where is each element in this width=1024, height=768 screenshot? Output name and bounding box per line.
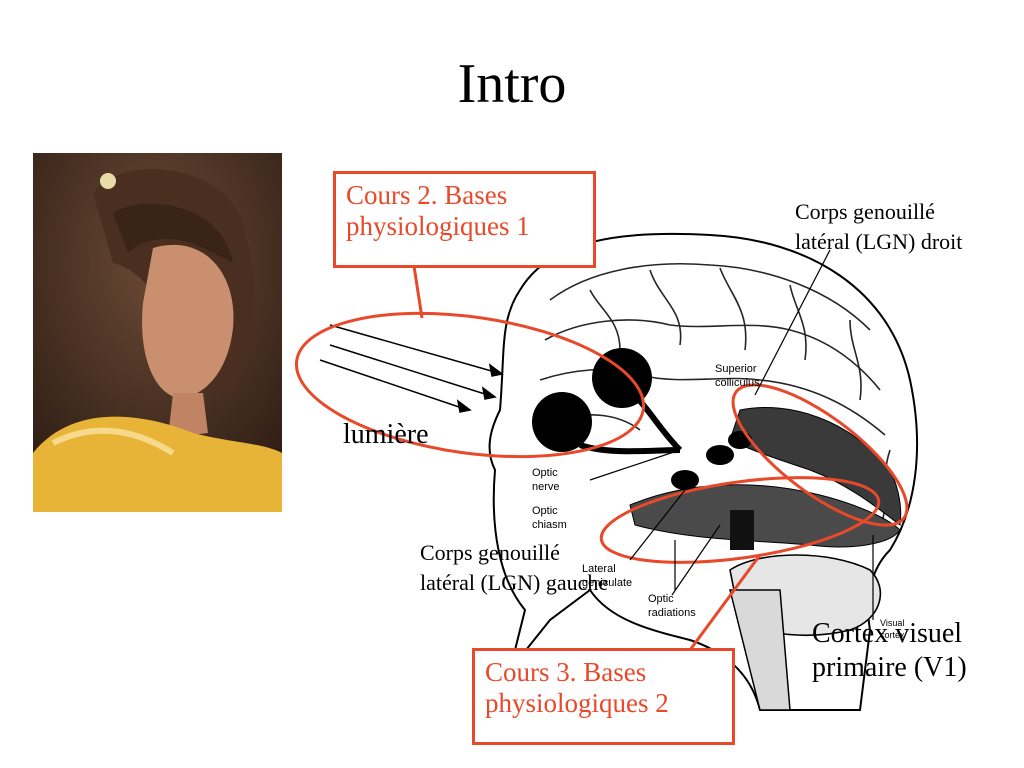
label-optic-chiasm-2: chiasm	[532, 519, 567, 531]
slide-title: Intro	[457, 53, 567, 115]
label-optic-nerve-2: nerve	[532, 481, 560, 493]
v1-line2: primaire (V1)	[812, 652, 967, 683]
lgn-right-line1: Corps genouillé	[795, 199, 935, 224]
label-optic-radiations-1: Optic	[648, 593, 674, 605]
label-lateral-geniculate-1: Lateral	[582, 563, 616, 575]
v1-label: Cortex visuel primaire (V1)	[812, 617, 967, 685]
light-label: lumière	[343, 419, 429, 450]
lgn-right-line2: latéral (LGN) droit	[795, 229, 963, 254]
label-lateral-geniculate-2: geniculate	[582, 577, 632, 589]
label-visual-cortex-2: cortex	[880, 630, 905, 640]
woman-photo	[33, 153, 282, 512]
lgn-right-label: Corps genouillé latéral (LGN) droit	[795, 197, 962, 257]
label-optic-nerve-1: Optic	[532, 467, 558, 479]
label-optic-chiasm-1: Optic	[532, 505, 558, 517]
course-3-line1: Cours 3. Bases	[485, 657, 647, 687]
course-2-line1: Cours 2. Bases	[346, 180, 508, 210]
visual-pathway-diagram: Superior colliculus Optic nerve Optic ch…	[294, 232, 918, 711]
label-superior-colliculus-2: colliculus	[715, 377, 760, 389]
label-superior-colliculus-1: Superior	[715, 363, 757, 375]
course-3-box: Cours 3. Bases physiologiques 2	[472, 648, 735, 745]
course-2-line2: physiologiques 1	[346, 211, 530, 241]
lgn-left-line2: latéral (LGN) gauche	[420, 570, 609, 595]
course-2-box: Cours 2. Bases physiologiques 1	[333, 171, 596, 268]
v1-line1: Cortex visuel	[812, 618, 963, 649]
label-visual-cortex-1: Visual	[880, 618, 904, 628]
lgn-left-label: Corps genouillé latéral (LGN) gauche	[420, 538, 608, 598]
course-3-line2: physiologiques 2	[485, 688, 669, 718]
lgn-left-line1: Corps genouillé	[420, 540, 560, 565]
label-optic-radiations-2: radiations	[648, 607, 696, 619]
